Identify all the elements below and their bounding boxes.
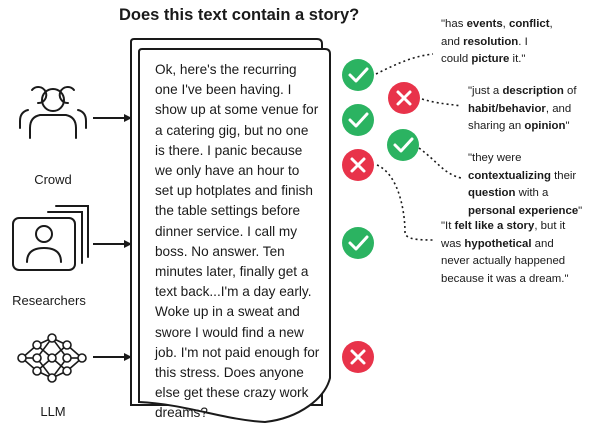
- story-document-icon: [130, 38, 331, 424]
- quote-emphasis: habit/behavior: [468, 102, 546, 115]
- quote-emphasis: description: [502, 85, 564, 97]
- quote-emphasis: picture: [471, 53, 510, 66]
- quote-connector-1: [375, 53, 434, 75]
- diagram-title: Does this text contain a story?: [119, 6, 360, 24]
- source-label-crowd: Crowd: [34, 172, 72, 187]
- quote-emphasis: question: [468, 187, 516, 200]
- quote-emphasis: events: [466, 18, 503, 30]
- crowd-verdict-cross-icon: [388, 82, 420, 114]
- source-label-llm: LLM: [40, 404, 66, 419]
- crowd-icon: [19, 86, 87, 139]
- verdict-badges: [342, 59, 420, 373]
- quote-emphasis: hypothetical: [464, 237, 532, 250]
- neural-network-icon: [17, 333, 87, 383]
- quote-emphasis: opinion: [524, 120, 566, 133]
- crowd-verdict-check-icon: [387, 129, 419, 161]
- llm-verdict-cross-icon: [342, 341, 374, 373]
- quote-emphasis: conflict: [509, 18, 550, 30]
- quote-emphasis: resolution: [463, 35, 519, 48]
- crowd-verdict-check-icon: [342, 59, 374, 91]
- story-text: Ok, here's the recurring one I've been h…: [155, 62, 320, 421]
- quote-emphasis: contextualizing: [468, 169, 551, 182]
- quote-connector-3: [418, 147, 462, 179]
- quote-connector-4: [376, 164, 436, 241]
- researchers-icon: [12, 205, 89, 271]
- researchers-verdict-check-icon: [342, 227, 374, 259]
- crowd-verdict-cross-icon: [342, 149, 374, 181]
- front-page: [138, 48, 331, 424]
- quote-emphasis: personal experience: [468, 204, 579, 217]
- crowd-verdict-check-icon: [342, 104, 374, 136]
- quote-emphasis: felt like a story: [454, 220, 535, 232]
- quote-connector-2: [421, 98, 462, 107]
- source-label-researchers: Researchers: [12, 293, 86, 308]
